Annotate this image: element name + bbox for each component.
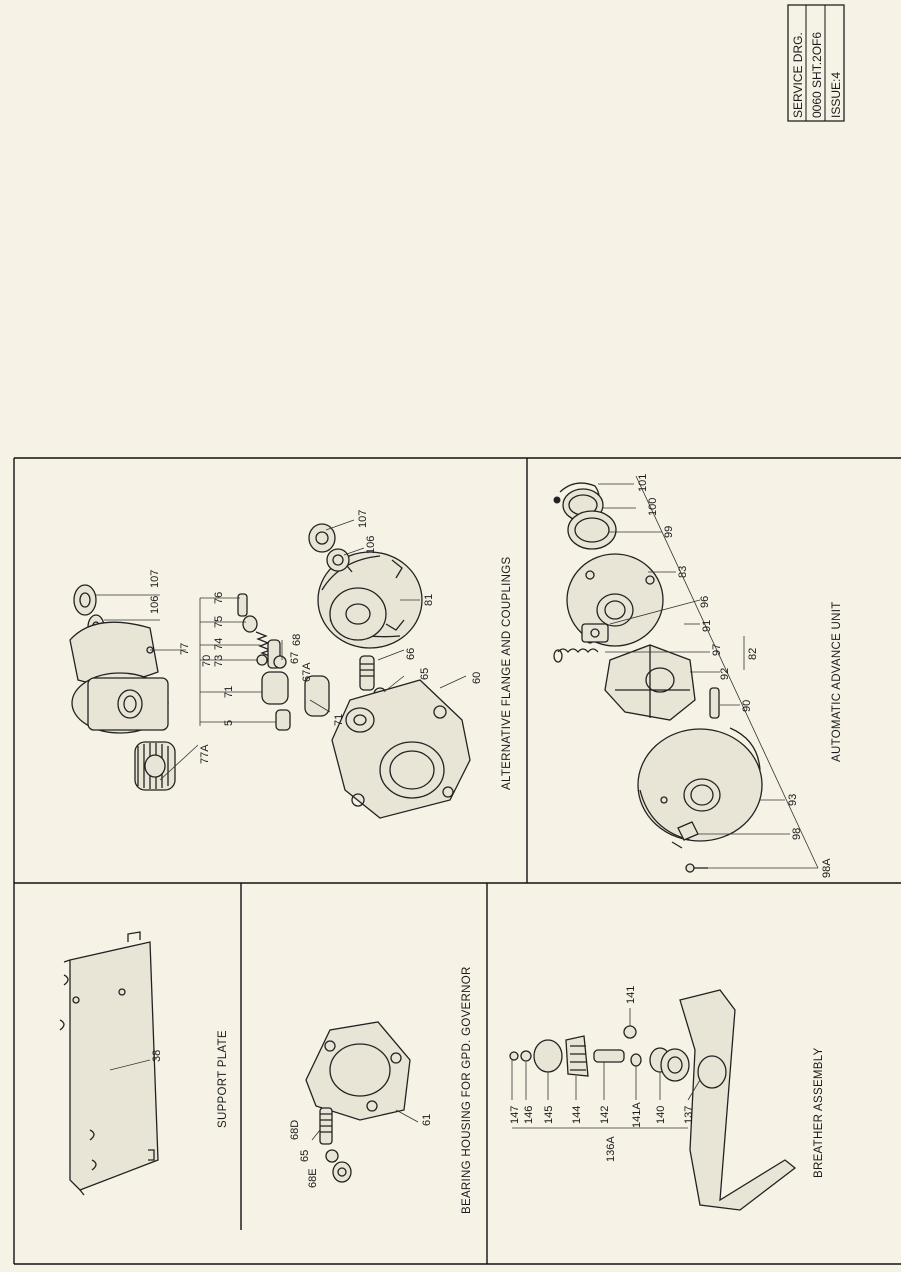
label-81: 81: [423, 594, 435, 606]
label-76: 76: [213, 592, 225, 604]
flange-leader-lines: [96, 519, 467, 781]
label-75: 75: [213, 616, 225, 628]
label-96: 96: [699, 596, 711, 608]
support-plate-section: 38 SUPPORT PLATE: [59, 931, 229, 1196]
nut-107-part: [73, 584, 97, 616]
breather-stack-parts: [509, 1025, 690, 1082]
advance-leader-lines: [598, 475, 819, 869]
ring-99-part: [567, 510, 617, 550]
hub-93-part: [637, 727, 763, 842]
label-90: 90: [741, 700, 753, 712]
bearing-housing-caption: BEARING HOUSING FOR GPD. GOVERNOR: [461, 966, 473, 1214]
label-107-top: 107: [149, 570, 161, 588]
label-106-top: 106: [149, 596, 161, 614]
breather-caption: BREATHER ASSEMBLY: [813, 1047, 825, 1178]
washer-106-right-part: [326, 548, 350, 572]
label-68e: 68E: [307, 1168, 319, 1188]
label-5: 5: [223, 720, 235, 726]
label-147: 147: [509, 1106, 521, 1124]
label-77: 77: [179, 643, 191, 655]
label-92: 92: [719, 668, 731, 680]
breather-leader-lines: [511, 1008, 701, 1129]
flange-couplings-section: 107 106 77 77A 76 75 74 73 70 71 5 68 67…: [69, 510, 513, 819]
support-plate-38-part: [59, 931, 159, 1196]
label-91: 91: [701, 620, 713, 632]
label-68d: 68D: [289, 1120, 301, 1140]
label-68: 68: [291, 634, 303, 646]
plate-83-part: [566, 553, 664, 647]
label-67a: 67A: [301, 662, 313, 682]
bracket-137-part: [679, 989, 797, 1211]
title-block-frame: SERVICE DRG. 0060 SHT.2OF6 ISSUE:4: [787, 4, 845, 122]
coupling-81-part: [317, 551, 423, 649]
gear-coupling-77a-part: [134, 741, 176, 791]
flange-77-part: [69, 621, 169, 734]
advance-unit-caption: AUTOMATIC ADVANCE UNIT: [831, 601, 843, 762]
label-66: 66: [405, 648, 417, 660]
stamp-drawing-number: 0060 SHT.2OF6: [810, 32, 824, 118]
bearing-housing-61-part: [305, 1021, 411, 1121]
label-142: 142: [599, 1106, 611, 1124]
stamp-issue: ISSUE:4: [829, 72, 843, 118]
pin-90-part: [709, 687, 720, 719]
bearing-housing-section: 68D 65 68E 61 BEARING HOUSING FOR GPD. G…: [289, 966, 473, 1214]
label-145: 145: [543, 1106, 555, 1124]
spring-97-part: [553, 648, 599, 663]
label-141: 141: [625, 986, 637, 1004]
nut-68e-part: [332, 1161, 352, 1183]
label-70: 70: [201, 655, 213, 667]
label-65-bh: 65: [299, 1150, 311, 1162]
label-146: 146: [523, 1106, 535, 1124]
label-98a: 98A: [821, 858, 833, 878]
washer-65-part: [325, 1149, 339, 1163]
label-140: 140: [655, 1106, 667, 1124]
label-100: 100: [647, 498, 659, 516]
label-136a: 136A: [605, 1136, 617, 1162]
governor-pin-parts: [237, 593, 330, 731]
label-61: 61: [421, 1114, 433, 1126]
screw-98a-part: [685, 863, 708, 873]
label-77a: 77A: [199, 744, 211, 764]
label-73: 73: [213, 655, 225, 667]
label-74: 74: [213, 638, 225, 650]
label-99: 99: [663, 526, 675, 538]
advance-unit-section: 101 100 99 83 96 91 97 92 82 90 93 98 98…: [553, 474, 843, 878]
clip-96-part: [581, 623, 609, 643]
label-144: 144: [571, 1106, 583, 1124]
label-137: 137: [683, 1106, 695, 1124]
label-38: 38: [151, 1050, 163, 1062]
label-106-right: 106: [365, 536, 377, 554]
bearing-housing-60-part: [331, 679, 471, 819]
breather-section: 147 146 145 144 142 141A 140 137 136A 14…: [509, 986, 825, 1211]
label-71-b: 71: [333, 714, 345, 726]
label-65: 65: [419, 668, 431, 680]
nut-107-right-part: [308, 523, 336, 553]
label-67: 67: [289, 652, 301, 664]
support-plate-caption: SUPPORT PLATE: [217, 1030, 229, 1128]
label-93: 93: [787, 794, 799, 806]
frame-lines: [13, 457, 901, 1265]
stud-68d-part: [319, 1107, 333, 1145]
label-98: 98: [791, 828, 803, 840]
label-82: 82: [747, 648, 759, 660]
label-107-right: 107: [357, 510, 369, 528]
label-141a: 141A: [631, 1102, 643, 1128]
label-71-a: 71: [223, 686, 235, 698]
stamp-service-drg: SERVICE DRG.: [791, 32, 805, 118]
label-97: 97: [711, 644, 723, 656]
label-60: 60: [471, 672, 483, 684]
flange-couplings-caption: ALTERNATIVE FLANGE AND COUPLINGS: [501, 556, 513, 790]
label-83: 83: [677, 566, 689, 578]
label-101: 101: [637, 474, 649, 492]
title-block-stamp: SERVICE DRG. 0060 SHT.2OF6 ISSUE:4: [787, 4, 845, 122]
weights-92-part: [604, 644, 696, 721]
